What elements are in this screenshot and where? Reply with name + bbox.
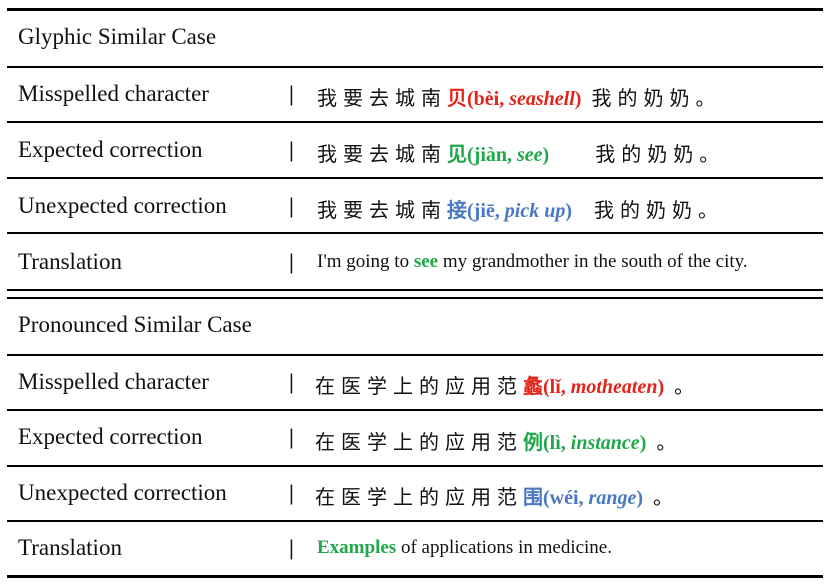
expected-char: 见(jiàn, see) [447, 144, 550, 166]
translation-highlight: see [413, 251, 439, 272]
translation-text: I'm going to see my grandmother in the s… [317, 251, 748, 272]
sentence-prefix: 在医学上的应用范 [315, 485, 523, 509]
column-separator: | [289, 424, 294, 449]
example-sentence: 在医学上的应用范围(wéi, range) 。 [315, 481, 679, 510]
row-rule [7, 232, 823, 234]
sentence-suffix: 我的奶奶。 [595, 142, 726, 166]
expected-char: 例(lì, instance) [523, 432, 647, 454]
misspelled-char: 贝(bèi, seashell) [447, 88, 582, 110]
unexpected-char: 接(jiē, pick up) [447, 200, 572, 222]
example-sentence: 在医学上的应用范蠡(lǐ, motheaten) 。 [315, 370, 700, 399]
row-rule [7, 409, 823, 411]
misspelled-char: 蠡(lǐ, motheaten) [523, 376, 665, 398]
column-separator: | [289, 137, 294, 162]
example-sentence: 我要去城南接(jiē, pick up) 我的奶奶。 [317, 194, 724, 223]
translation-highlight: Examples [317, 537, 397, 558]
column-separator: | [289, 193, 294, 218]
table-top-rule [7, 8, 823, 11]
column-separator: | [289, 535, 294, 560]
sentence-suffix: 。 [653, 485, 680, 509]
sentence-suffix: 我的奶奶。 [591, 86, 722, 110]
row-label: Unexpected correction [18, 480, 227, 505]
row-label: Unexpected correction [18, 193, 227, 218]
sentence-suffix: 我的奶奶。 [594, 198, 724, 222]
example-sentence: 我要去城南见(jiàn, see) 我的奶奶。 [317, 138, 725, 167]
sentence-prefix: 我要去城南 [317, 198, 447, 222]
section-divider-rule [7, 289, 823, 291]
sentence-suffix: 。 [674, 374, 701, 398]
row-label: Expected correction [18, 424, 203, 449]
row-rule [7, 177, 823, 179]
column-separator: | [289, 369, 294, 394]
translation-text: Examples of applications in medicine. [317, 537, 612, 558]
section-divider-rule [7, 297, 823, 299]
row-label: Expected correction [18, 137, 203, 162]
section-title-glyphic: Glyphic Similar Case [18, 24, 217, 49]
row-rule [7, 520, 823, 522]
row-rule [7, 121, 823, 123]
example-sentence: 在医学上的应用范例(lì, instance) 。 [315, 426, 682, 455]
column-separator: | [289, 249, 294, 274]
row-rule [7, 465, 823, 467]
unexpected-char: 围(wéi, range) [523, 487, 644, 509]
table-bottom-rule [7, 575, 823, 578]
row-rule [7, 66, 823, 68]
sentence-prefix: 我要去城南 [317, 142, 447, 166]
row-label: Misspelled character [18, 81, 209, 106]
section-title-pronounced: Pronounced Similar Case [18, 312, 252, 337]
row-label: Translation [18, 249, 122, 274]
sentence-prefix: 在医学上的应用范 [315, 430, 523, 454]
sentence-suffix: 。 [656, 430, 683, 454]
row-label: Misspelled character [18, 369, 209, 394]
row-rule [7, 354, 823, 356]
column-separator: | [289, 480, 294, 505]
example-sentence: 我要去城南贝(bèi, seashell) 我的奶奶。 [317, 82, 721, 111]
row-label: Translation [18, 535, 122, 560]
sentence-prefix: 我要去城南 [317, 86, 447, 110]
sentence-prefix: 在医学上的应用范 [315, 374, 523, 398]
column-separator: | [289, 81, 294, 106]
